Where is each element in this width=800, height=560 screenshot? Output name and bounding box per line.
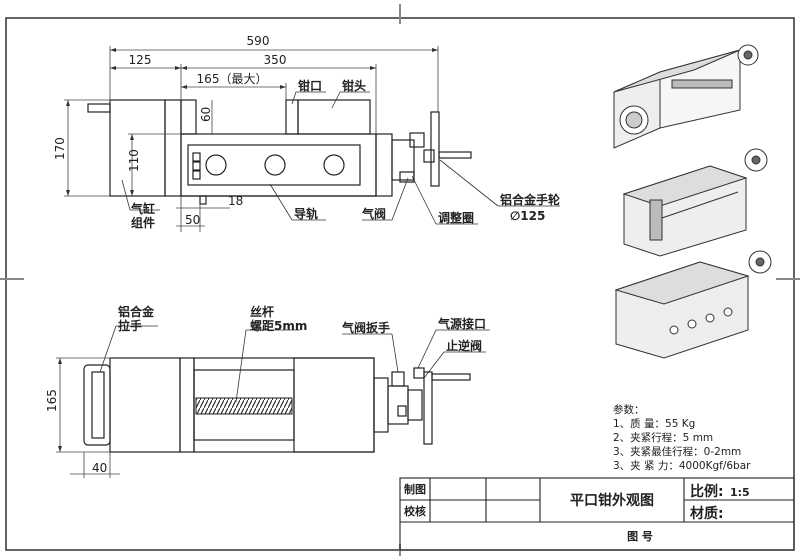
label-lead-screw-1: 丝杆: [250, 304, 274, 319]
label-cylinder-1: 气缸: [130, 201, 155, 216]
dim-350: 350: [264, 53, 287, 67]
isometric-view-1: [613, 44, 759, 149]
scale-value: 1:5: [730, 486, 750, 499]
dim-18: 18: [228, 194, 243, 208]
label-guide-rail: 导轨: [294, 206, 318, 221]
label-jaw: 钳口: [298, 78, 322, 93]
params-line: 2、夹紧行程：5 mm: [613, 431, 713, 444]
top-dimensions: [56, 357, 120, 478]
top-leaders: [99, 325, 490, 403]
dim-165-max: 165（最大）: [197, 72, 268, 86]
top-dimension-arrows: [58, 358, 62, 452]
label-check-valve: 止逆阀: [446, 338, 482, 353]
dim-165: 165: [45, 389, 59, 412]
top-view: [83, 357, 471, 453]
lead-screw-thread: [195, 397, 293, 415]
label-air-valve: 气阀: [361, 206, 386, 221]
scale-label: 比例:: [690, 483, 724, 500]
isometric-view-2: [622, 148, 768, 257]
drawing-title: 平口钳外观图: [570, 492, 654, 509]
label-handwheel: 铝合金手轮: [500, 192, 561, 207]
label-valve-lever: 气阀扳手: [341, 320, 390, 335]
title-block-draw: 制图: [404, 482, 426, 496]
dim-40: 40: [92, 461, 107, 475]
params-line: 3、夹紧最佳行程：0-2mm: [613, 445, 741, 458]
label-lead-screw-2: 螺距5mm: [250, 318, 307, 333]
dim-125: 125: [129, 53, 152, 67]
dim-50: 50: [185, 213, 200, 227]
dimension-arrows: [66, 48, 438, 196]
isometric-view-3: [614, 250, 772, 359]
params-line: 3、夹 紧 力：4000Kgf/6bar: [613, 459, 751, 472]
params-title: 参数：: [613, 403, 645, 416]
dim-110: 110: [127, 149, 141, 172]
front-leaders: [121, 91, 560, 225]
front-view: [87, 99, 472, 205]
label-cylinder-2: 组件: [131, 215, 155, 230]
drawing-number-label: 图 号: [627, 530, 653, 543]
title-block: [399, 477, 795, 551]
label-handwheel-diameter: ∅125: [510, 209, 545, 223]
material-label: 材质:: [690, 505, 724, 522]
dim-590: 590: [247, 34, 270, 48]
front-dimensions: [64, 46, 439, 232]
label-alloy-handle-1: 铝合金: [118, 304, 155, 319]
dim-60: 60: [199, 107, 213, 122]
label-adjust-ring: 调整圈: [438, 210, 474, 225]
label-air-inlet: 气源接口: [437, 316, 486, 331]
dim-170: 170: [53, 137, 67, 160]
label-head: 钳头: [342, 78, 366, 93]
label-alloy-handle-2: 拉手: [118, 318, 142, 333]
title-block-check: 校核: [404, 504, 426, 518]
params-line: 1、质 量：55 Kg: [613, 418, 695, 430]
